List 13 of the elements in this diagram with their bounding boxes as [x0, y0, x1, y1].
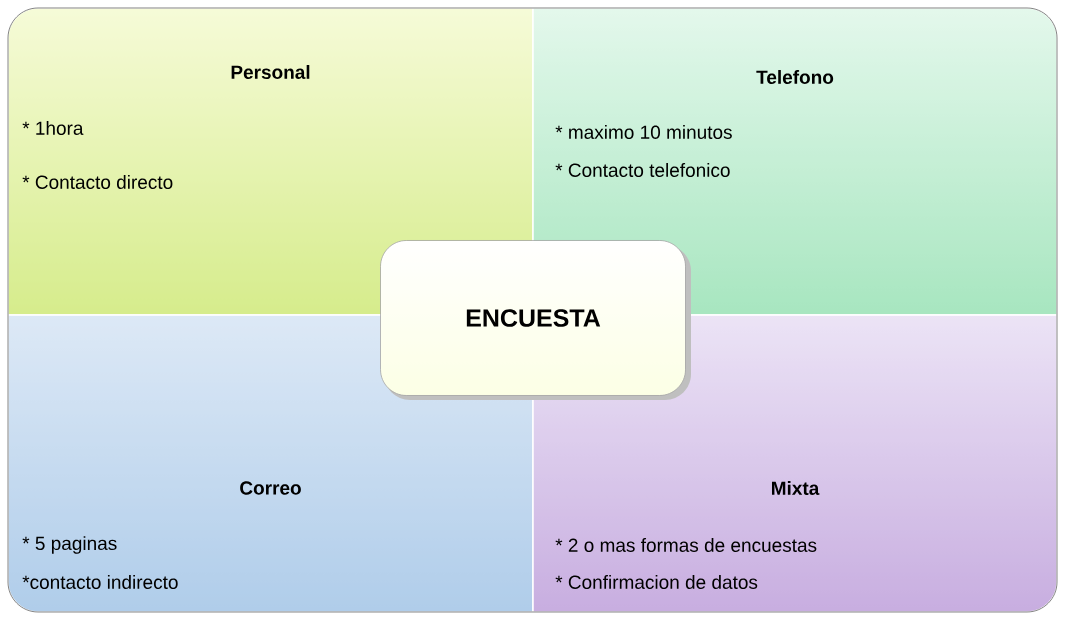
- panel-heading: Telefono: [756, 70, 834, 84]
- bullet-item: * maximo 10 minutos: [555, 125, 732, 139]
- bullet-item: * 2 o mas formas de encuestas: [555, 538, 817, 552]
- bullet-item: * Confirmacion de datos: [555, 575, 758, 589]
- bullet-item: * Contacto telefonico: [555, 163, 730, 177]
- panel-heading: Mixta: [772, 481, 820, 495]
- bullet-item: *contacto indirecto: [22, 575, 178, 589]
- panel-heading: Personal: [231, 65, 310, 79]
- bullet-item: * Contacto directo: [22, 175, 173, 189]
- bullet-item: * 5 paginas: [22, 536, 117, 554]
- panel-heading: Correo: [240, 481, 301, 495]
- bullet-item: * 1hora: [22, 121, 84, 135]
- center-box: ENCUESTA: [380, 240, 686, 396]
